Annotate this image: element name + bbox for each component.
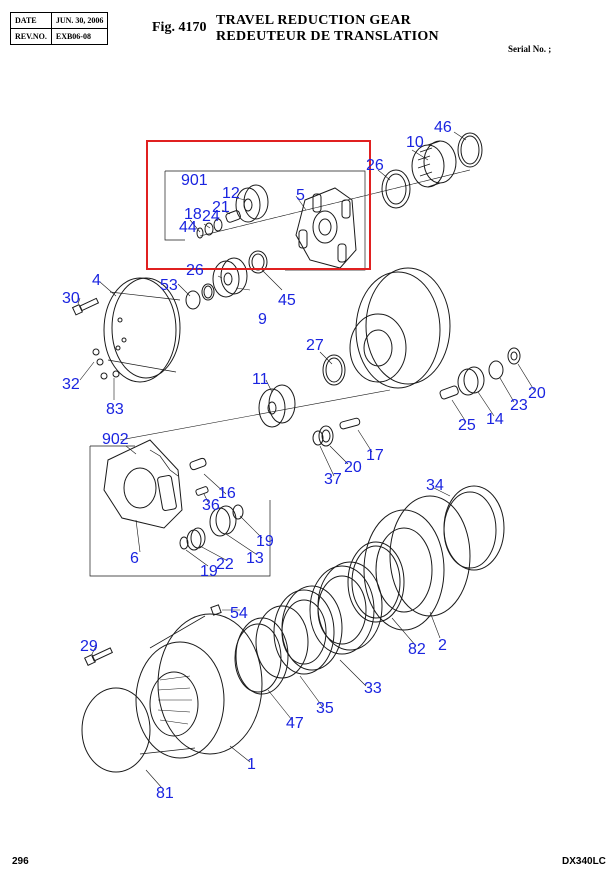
carrier-6: [103, 439, 183, 529]
pin-17: [339, 417, 361, 430]
callout-30[interactable]: 30: [62, 290, 80, 307]
washer-53: [185, 290, 201, 310]
callout-4[interactable]: 4: [92, 272, 101, 289]
gear-14: [457, 366, 485, 396]
callout-20-right[interactable]: 20: [528, 385, 546, 402]
callout-9[interactable]: 9: [258, 311, 267, 328]
o-ring-81: [81, 687, 151, 773]
callout-82[interactable]: 82: [408, 641, 426, 658]
callout-10[interactable]: 10: [406, 134, 424, 151]
bearing-23: [488, 360, 504, 380]
callout-83[interactable]: 83: [106, 401, 124, 418]
callout-labels: 901 12 5 21 18 24 44 10 46 26 26 53 9 45…: [62, 119, 546, 802]
washer-26-lower: [201, 283, 215, 301]
revision-table: DATE JUN. 30, 2006 REV.NO. EXB06-08: [10, 12, 109, 45]
callout-14[interactable]: 14: [486, 411, 504, 428]
callout-33[interactable]: 33: [364, 680, 382, 697]
page-number: 296: [12, 856, 29, 867]
title-english: TRAVEL REDUCTION GEAR: [216, 13, 412, 28]
bearing-33: [273, 561, 383, 675]
highlight-frame: [146, 140, 371, 270]
pin-group-21-24-18-44: [196, 210, 241, 239]
callout-2[interactable]: 2: [438, 637, 447, 654]
cover-4: [103, 277, 181, 383]
washer-26-upper: [381, 169, 411, 209]
hub-1: [135, 613, 263, 759]
callout-44[interactable]: 44: [179, 219, 197, 236]
callout-1[interactable]: 1: [247, 756, 256, 773]
ring-35: [255, 605, 309, 679]
callout-23[interactable]: 23: [510, 397, 528, 414]
callout-35[interactable]: 35: [316, 700, 334, 717]
callout-29[interactable]: 29: [80, 638, 98, 655]
callout-5[interactable]: 5: [296, 187, 305, 204]
ring-82: [347, 541, 405, 623]
plug-83: [112, 370, 120, 378]
axis-line-middle: [119, 389, 391, 441]
callout-902[interactable]: 902: [102, 431, 129, 448]
title-french: REDEUTEUR DE TRANSLATION: [216, 29, 439, 44]
plug-54: [210, 604, 222, 616]
callout-34[interactable]: 34: [426, 477, 444, 494]
callout-18[interactable]: 18: [184, 206, 202, 223]
callout-24[interactable]: 24: [202, 208, 220, 225]
callout-54[interactable]: 54: [230, 605, 248, 622]
carrier-5: [295, 187, 357, 269]
leader-lines: [77, 131, 535, 789]
fasteners-32: [92, 348, 108, 380]
callout-26-lower[interactable]: 26: [186, 262, 204, 279]
callout-13[interactable]: 13: [246, 550, 264, 567]
callout-53[interactable]: 53: [160, 277, 178, 294]
pin-36-16: [189, 457, 209, 496]
bolt-30: [71, 297, 100, 316]
callout-901[interactable]: 901: [181, 172, 208, 189]
callout-19-left[interactable]: 19: [200, 563, 218, 580]
washer-20-center: [318, 425, 334, 447]
callout-19-right[interactable]: 19: [256, 533, 274, 550]
gear-11: [258, 384, 296, 428]
gear-10: [411, 140, 457, 188]
gear-12: [235, 184, 269, 223]
washer-19: [179, 504, 244, 550]
pin-25: [439, 385, 459, 400]
rev-value: EXB06-08: [50, 28, 109, 45]
callout-22[interactable]: 22: [216, 556, 234, 573]
callout-45[interactable]: 45: [278, 292, 296, 309]
ring-37: [312, 430, 324, 446]
serial-number-label: Serial No. ;: [508, 44, 552, 54]
callout-20-center[interactable]: 20: [344, 459, 362, 476]
gear-9: [212, 257, 248, 298]
bolt-29: [84, 647, 113, 666]
callout-27[interactable]: 27: [306, 337, 324, 354]
callout-11[interactable]: 11: [252, 371, 269, 388]
housing-2-lower: [363, 495, 471, 631]
housing-2-upper: [349, 267, 451, 389]
bearing-22: [186, 527, 206, 551]
ring-46: [457, 132, 483, 168]
callout-32[interactable]: 32: [62, 376, 80, 393]
callout-47[interactable]: 47: [286, 715, 304, 732]
callout-46[interactable]: 46: [434, 119, 452, 136]
callout-25[interactable]: 25: [458, 417, 476, 434]
washer-20-right: [507, 347, 521, 365]
axis-line-upper: [199, 169, 471, 237]
callout-26-upper[interactable]: 26: [366, 157, 384, 174]
callout-81[interactable]: 81: [156, 785, 174, 802]
callout-16[interactable]: 16: [218, 485, 236, 502]
callout-17[interactable]: 17: [366, 447, 384, 464]
callout-36[interactable]: 36: [202, 497, 220, 514]
figure-title: TRAVEL REDUCTION GEAR REDEUTEUR DE TRANS…: [216, 13, 439, 45]
callout-37[interactable]: 37: [324, 471, 342, 488]
ring-27: [322, 354, 346, 386]
callout-12[interactable]: 12: [222, 185, 240, 202]
callout-6[interactable]: 6: [130, 550, 139, 567]
seal-34: [443, 485, 505, 571]
assembly-902-outline: [89, 445, 271, 577]
rev-label: REV.NO.: [10, 28, 52, 45]
figure-number: Fig. 4170: [152, 20, 207, 35]
model-code: DX340LC: [562, 856, 606, 867]
callout-21[interactable]: 21: [212, 199, 230, 216]
